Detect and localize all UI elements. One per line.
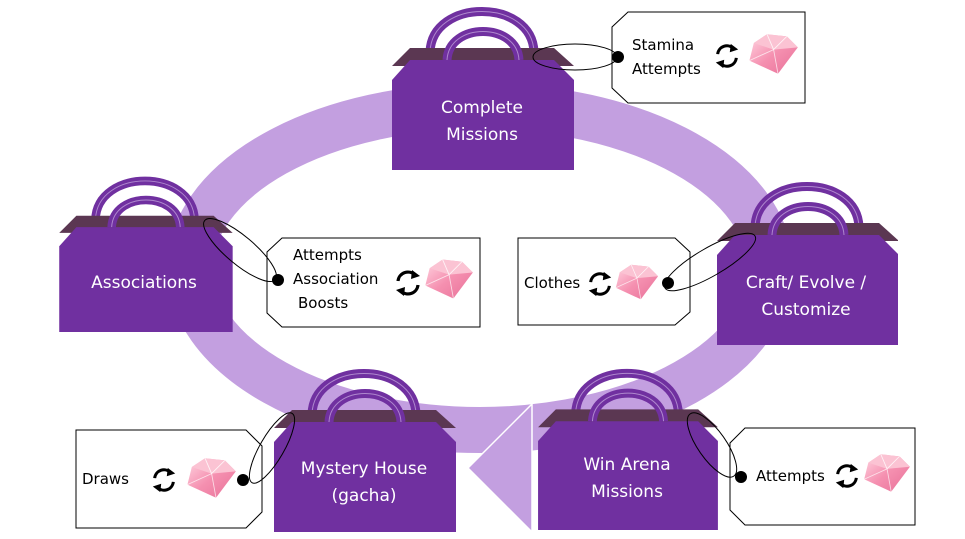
tag-associations: Attempts Association Boosts xyxy=(203,218,481,328)
tag-mystery-house: Draws xyxy=(75,412,296,529)
node-complete-missions: Complete Missions xyxy=(392,12,574,171)
node-label: (gacha) xyxy=(331,486,396,506)
node-label: Craft/ Evolve / xyxy=(746,273,867,293)
tag-hole xyxy=(662,277,674,289)
tag-line: Attempts xyxy=(632,60,701,78)
node-label: Missions xyxy=(446,125,518,145)
node-win-arena-missions: Win Arena Missions xyxy=(538,373,718,530)
tag-line: Clothes xyxy=(524,274,580,292)
tag-craft-evolve-customize: Clothes xyxy=(517,232,757,326)
tag-line: Attempts xyxy=(293,246,362,264)
node-label: Win Arena xyxy=(583,455,670,475)
node-label: Missions xyxy=(591,482,663,502)
tag-line: Draws xyxy=(82,470,129,488)
node-label: Complete xyxy=(441,98,523,118)
tag-line: Association xyxy=(293,270,378,288)
tag-hole xyxy=(612,51,624,63)
node-label: Associations xyxy=(91,273,197,293)
node-label: Customize xyxy=(761,300,850,320)
node-associations: Associations xyxy=(59,181,232,332)
flow-arrowhead xyxy=(466,402,533,534)
tag-line: Stamina xyxy=(632,36,694,54)
node-craft-evolve-customize: Craft/ Evolve / Customize xyxy=(717,187,899,346)
tag-hole xyxy=(237,474,249,486)
node-label: Mystery House xyxy=(301,459,427,479)
tag-hole xyxy=(272,274,284,286)
tag-win-arena-missions: Attempts xyxy=(686,412,916,526)
tag-hole xyxy=(735,471,747,483)
tag-complete-missions: Stamina Attempts xyxy=(532,11,806,104)
tag-line: Boosts xyxy=(298,294,348,312)
node-mystery-house: Mystery House (gacha) xyxy=(274,374,456,533)
tag-line: Attempts xyxy=(756,467,825,485)
